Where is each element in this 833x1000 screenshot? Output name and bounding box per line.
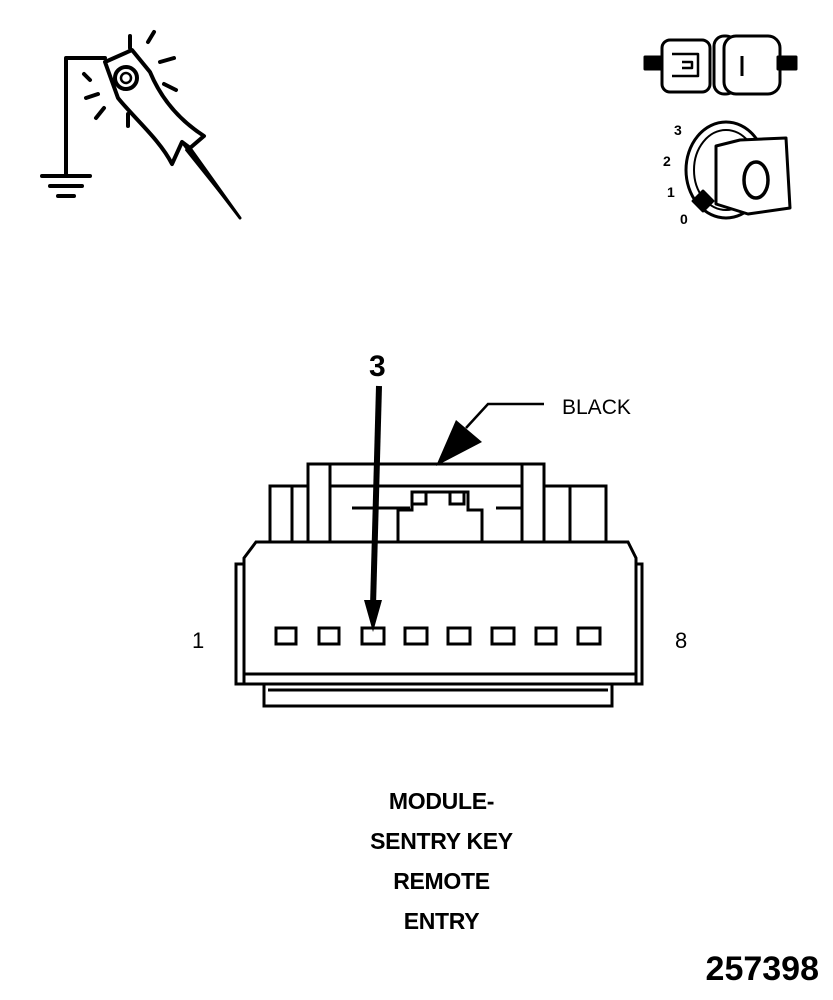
cavity-7 [534, 626, 558, 646]
ignition-switch-icon [684, 120, 792, 220]
pin-last-number: 8 [675, 628, 688, 653]
terminal-cavities [274, 626, 602, 646]
connector-title-line-4: ENTRY [403, 908, 480, 934]
connector-disconnected-icon [643, 34, 798, 96]
ignition-position-2: 2 [663, 153, 671, 169]
connector-title-line-1: MODULE- [388, 788, 495, 814]
ignition-position-1: 1 [667, 184, 675, 200]
ignition-position-3: 3 [674, 122, 682, 138]
cavity-4 [403, 626, 429, 646]
cavity-5 [446, 626, 472, 646]
test-light-grounded-icon [40, 30, 242, 220]
ignition-position-0: 0 [680, 211, 688, 227]
cavity-1 [274, 626, 298, 646]
figure-number: 257398 [705, 950, 819, 988]
cavity-6 [490, 626, 516, 646]
connector-color-label: BLACK [562, 396, 631, 419]
pin-callout-arrow [364, 385, 382, 632]
pin-first-number: 1 [192, 628, 205, 653]
connector-body [234, 462, 644, 708]
pin-callout-number: 3 [369, 350, 386, 383]
cavity-8 [576, 626, 602, 646]
connector-title-line-2: SENTRY KEY [370, 828, 513, 854]
cavity-2 [317, 626, 341, 646]
color-leader-arrow [436, 402, 544, 466]
connector-title-line-3: REMOTE [393, 868, 490, 894]
